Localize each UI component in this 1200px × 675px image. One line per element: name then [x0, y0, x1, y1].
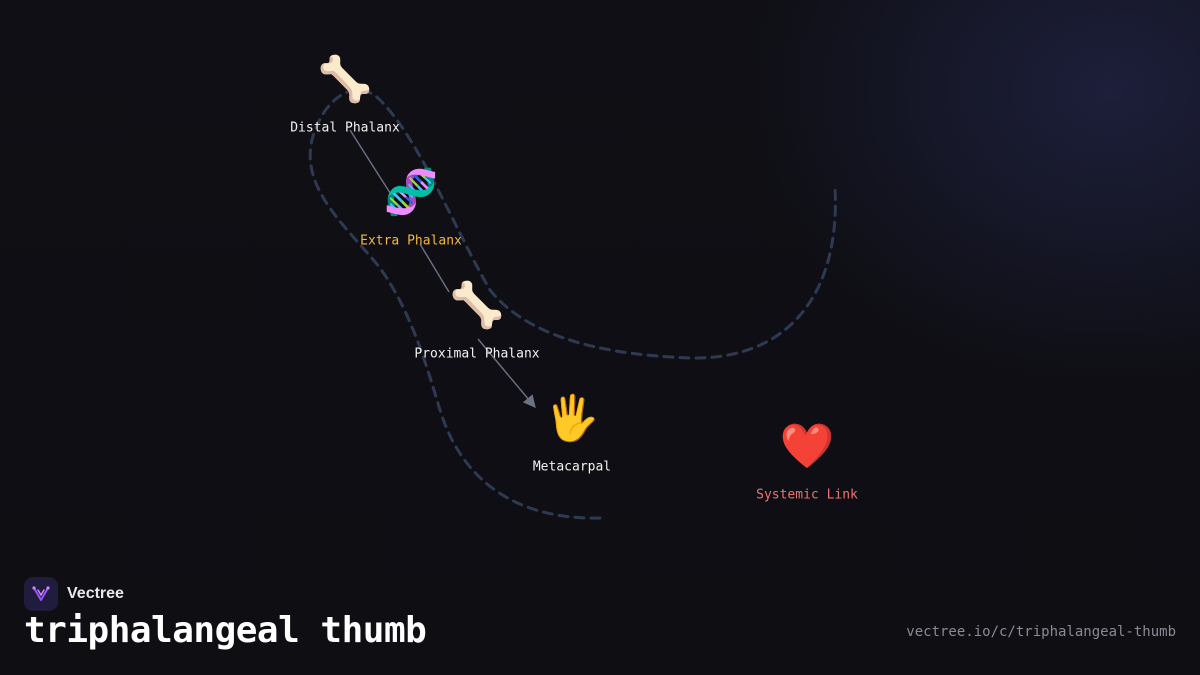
node-label: Proximal Phalanx: [414, 346, 540, 362]
node-label: Extra Phalanx: [360, 233, 462, 249]
edge-proximal-to-metacarpal: [477, 338, 536, 408]
bone-icon: 🦴: [317, 54, 373, 105]
dna-icon: 🧬: [383, 167, 439, 218]
edge-extra-to-proximal: [419, 243, 450, 293]
edge-layer: [349, 129, 536, 408]
brand-name: Vectree: [67, 585, 124, 602]
heart-icon: ❤️: [779, 421, 835, 472]
edge-distal-to-extra: [349, 129, 393, 197]
node-label: Systemic Link: [756, 487, 858, 503]
node-label: Metacarpal: [532, 459, 612, 475]
decorative-dashed-path: [308, 88, 837, 520]
page-url[interactable]: vectree.io/c/triphalangeal-thumb: [906, 624, 1176, 640]
brand: Vectree: [24, 577, 124, 611]
hand-icon: 🖐: [544, 393, 600, 444]
bone-icon: 🦴: [449, 280, 505, 331]
node-label: Distal Phalanx: [290, 120, 400, 136]
vectree-logo-icon: [24, 577, 58, 611]
page-title: triphalangeal thumb: [24, 610, 427, 651]
